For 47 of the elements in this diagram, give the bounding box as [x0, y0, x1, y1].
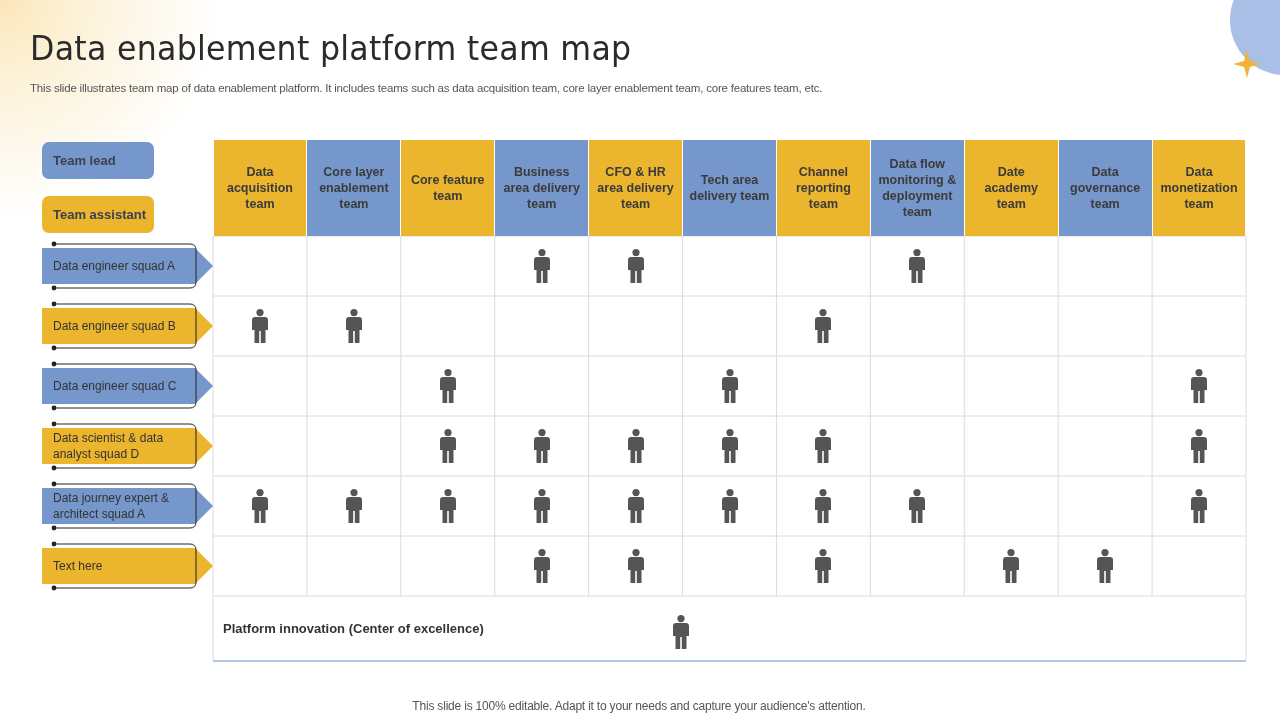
person-icon — [439, 369, 456, 403]
person-icon — [815, 429, 832, 463]
column-header: Tech area delivery team — [683, 140, 776, 236]
person-icon — [533, 549, 550, 583]
person-icon — [251, 489, 268, 523]
person-icon — [627, 549, 644, 583]
person-icon — [721, 369, 738, 403]
person-icon — [439, 429, 456, 463]
column-header: Data monetization team — [1152, 140, 1246, 236]
column-header: Channel reporting team — [776, 140, 870, 236]
column-header: Business area delivery team — [495, 140, 589, 236]
person-icon — [251, 309, 268, 343]
person-icon — [815, 309, 832, 343]
legend-item: Team assistant — [42, 196, 154, 233]
person-icon — [721, 489, 738, 523]
person-icon — [721, 429, 738, 463]
column-header: Data acquisition team — [213, 140, 307, 236]
footer-note: This slide is 100% editable. Adapt it to your needs and capture your audience's attention. — [411, 699, 867, 713]
person-icon — [1191, 489, 1208, 523]
person-icon — [909, 249, 926, 283]
person-icon — [345, 489, 362, 523]
person-icon — [673, 615, 689, 649]
person-icon — [627, 489, 644, 523]
person-icon — [1191, 369, 1208, 403]
column-header: Data flow monitoring & deployment team — [870, 140, 964, 236]
person-icon — [1097, 549, 1114, 583]
person-icon — [815, 549, 832, 583]
person-icon — [533, 249, 550, 283]
person-icon — [627, 429, 644, 463]
person-icon — [439, 489, 456, 523]
legend-item: Team lead — [42, 142, 154, 179]
person-icon — [1191, 429, 1208, 463]
column-header: Core feature team — [401, 140, 495, 236]
person-icon — [909, 489, 926, 523]
person-icon — [627, 249, 644, 283]
column-header: Data governance team — [1058, 140, 1152, 236]
person-icon — [533, 489, 550, 523]
column-header: Core layer enablement team — [307, 140, 401, 236]
person-icon — [1003, 549, 1020, 583]
row-label: Platform innovation (Center of excellence) — [223, 621, 484, 636]
person-icon — [815, 489, 832, 523]
person-icon — [345, 309, 362, 343]
column-header: CFO & HR area delivery team — [589, 140, 683, 236]
column-header: Date academy team — [964, 140, 1058, 236]
slide-title: Data enablement platform team map — [30, 28, 632, 68]
person-icon — [533, 429, 550, 463]
slide-subtitle: This slide illustrates team map of data enablement platform. It includes teams such as data acquisition team, core layer enablement team, core features team, etc. — [30, 82, 824, 94]
